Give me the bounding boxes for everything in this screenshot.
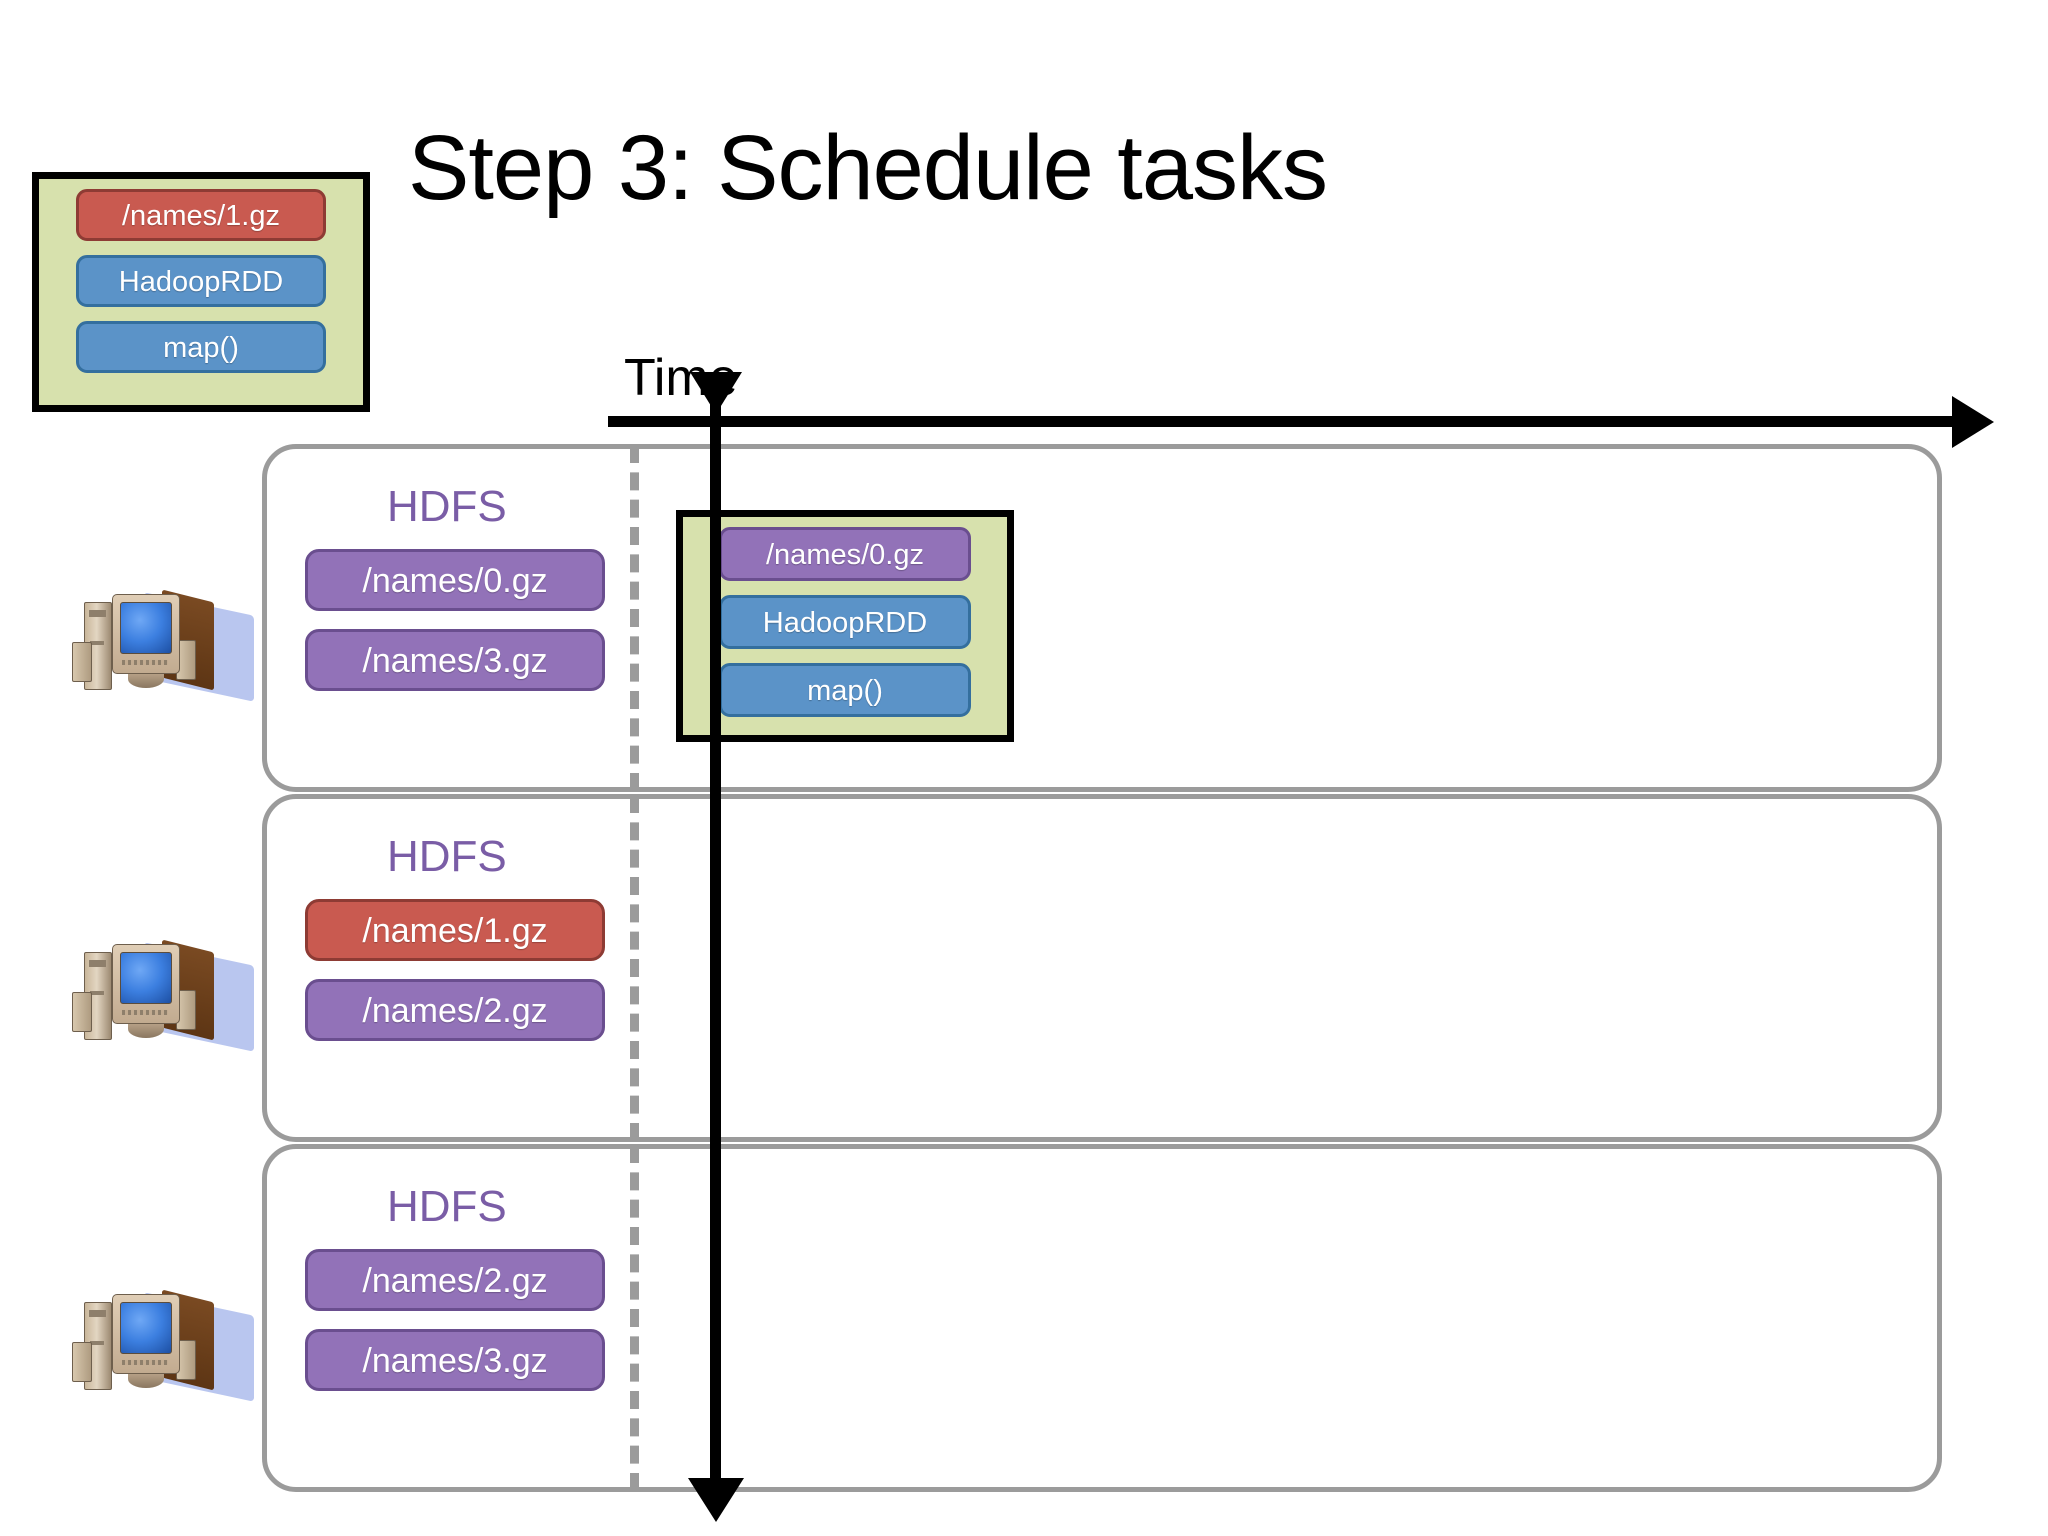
computer-screen <box>120 1302 172 1354</box>
hdfs-timeline-divider <box>630 795 639 1141</box>
task-block-file: /names/1.gz <box>76 189 326 241</box>
computer-monitor-stand <box>128 1020 164 1038</box>
computer-monitor <box>112 1294 180 1374</box>
hdfs-label: HDFS <box>387 1182 507 1231</box>
hdfs-timeline-divider <box>630 1145 639 1491</box>
hdfs-block: /names/3.gz <box>305 1329 605 1391</box>
task-block-hadooprdd: HadoopRDD <box>719 595 971 649</box>
computer-monitor <box>112 594 180 674</box>
node-panel: HDFS /names/1.gz /names/2.gz <box>262 794 1942 1142</box>
task-block-map: map() <box>76 321 326 373</box>
computer-monitor <box>112 944 180 1024</box>
time-cursor-line <box>710 382 721 1482</box>
computer-icon <box>70 938 260 1068</box>
node-panel: HDFS /names/2.gz /names/3.gz <box>262 1144 1942 1492</box>
computer-screen <box>120 602 172 654</box>
computer-monitor-stand <box>128 670 164 688</box>
hdfs-block: /names/1.gz <box>305 899 605 961</box>
hdfs-label: HDFS <box>387 482 507 531</box>
hdfs-timeline-divider <box>630 445 639 791</box>
time-cursor-arrowhead-bottom-icon <box>688 1478 744 1522</box>
computer-monitor-stand <box>128 1370 164 1388</box>
node-panel: HDFS /names/0.gz /names/3.gz <box>262 444 1942 792</box>
computer-monitor-controls <box>122 1010 168 1015</box>
pending-task-box: /names/1.gz HadoopRDD map() <box>32 172 370 412</box>
computer-monitor-controls <box>122 660 168 665</box>
time-cursor-arrowhead-top-icon <box>690 372 742 414</box>
time-axis-arrowhead-icon <box>1952 396 1994 448</box>
computer-speaker-left <box>72 642 92 682</box>
hdfs-label: HDFS <box>387 832 507 881</box>
task-block-hadooprdd: HadoopRDD <box>76 255 326 307</box>
hdfs-block: /names/3.gz <box>305 629 605 691</box>
hdfs-block: /names/0.gz <box>305 549 605 611</box>
hdfs-block: /names/2.gz <box>305 1249 605 1311</box>
hdfs-block-list: /names/1.gz /names/2.gz <box>305 899 605 1059</box>
computer-screen <box>120 952 172 1004</box>
task-block-map: map() <box>719 663 971 717</box>
computer-icon <box>70 1288 260 1418</box>
hdfs-block-list: /names/2.gz /names/3.gz <box>305 1249 605 1409</box>
hdfs-block: /names/2.gz <box>305 979 605 1041</box>
task-block-file: /names/0.gz <box>719 527 971 581</box>
computer-monitor-controls <box>122 1360 168 1365</box>
time-axis-line <box>608 416 1960 427</box>
running-task-box: /names/0.gz HadoopRDD map() <box>676 510 1014 742</box>
computer-icon <box>70 588 260 718</box>
computer-speaker-left <box>72 992 92 1032</box>
page-title: Step 3: Schedule tasks <box>408 117 1328 219</box>
computer-speaker-left <box>72 1342 92 1382</box>
hdfs-block-list: /names/0.gz /names/3.gz <box>305 549 605 709</box>
